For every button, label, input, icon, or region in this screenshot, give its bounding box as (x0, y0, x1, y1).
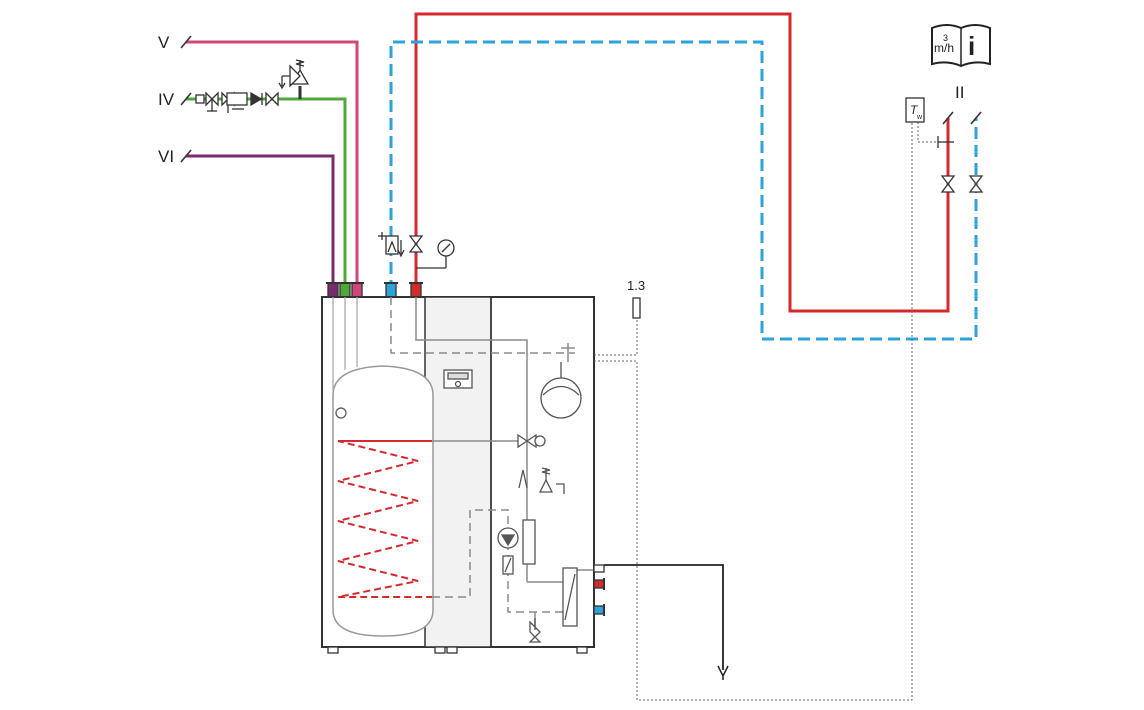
right-fittings (937, 136, 984, 193)
label-iv: IV (158, 90, 175, 109)
drain-line (604, 564, 724, 670)
line-v-pink (186, 40, 359, 285)
return-pipe-blue-dashed (389, 40, 978, 341)
signal-wires (594, 122, 944, 701)
sensor-1-3 (632, 297, 641, 319)
pipe-break-marks (180, 35, 982, 163)
side-connections (593, 564, 605, 616)
label-ii: II (955, 83, 964, 102)
temperature-sensor-icon: T w (905, 97, 925, 123)
label-vi: VI (158, 147, 174, 166)
svg-text:i: i (968, 31, 975, 61)
svg-text:T: T (910, 103, 919, 117)
line-vi-purple (186, 154, 335, 285)
heating-coil (337, 440, 432, 598)
line-iv-fittings (195, 91, 279, 113)
top-connection-stubs (326, 282, 423, 298)
top-fittings (378, 232, 455, 269)
label-v: V (158, 33, 170, 52)
line-iv-green (186, 97, 347, 285)
svg-text:w: w (916, 114, 923, 121)
svg-text:3: 3 (943, 33, 948, 43)
internal-piping (390, 297, 598, 630)
drain-outlet-arrow (717, 665, 729, 680)
flow-rate-icon: m/h (934, 41, 954, 55)
manual-info-book-icon: m/h 3 i (931, 24, 991, 68)
sensor-ref-label: 1.3 (627, 278, 645, 293)
hot-water-tank (332, 297, 434, 637)
line-iv-safety-valve (278, 59, 310, 99)
internal-components (443, 362, 582, 643)
supply-pipe-red (414, 12, 950, 313)
